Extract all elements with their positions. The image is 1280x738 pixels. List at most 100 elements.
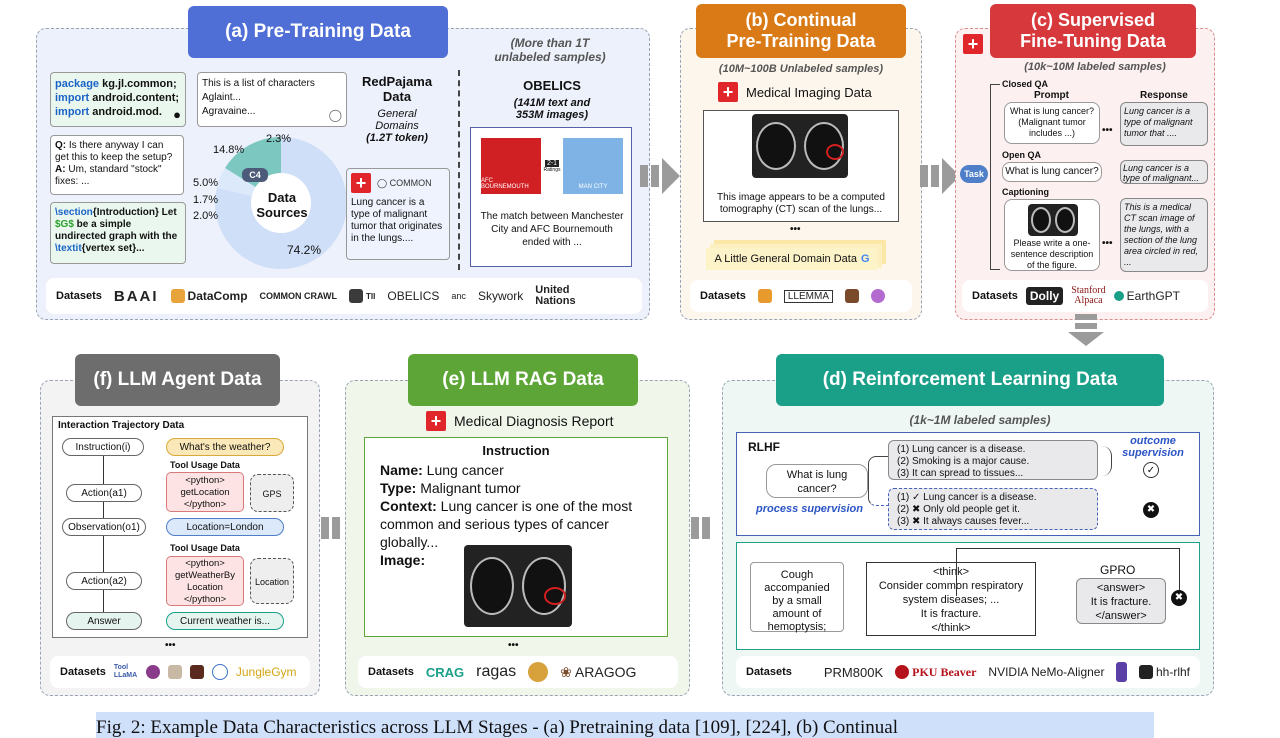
logo-pku-beaver: PKU Beaver (895, 665, 976, 680)
current-weather: Current weather is... (166, 612, 284, 630)
closed-response: Lung cancer is a type of malignant tumor… (1120, 102, 1208, 146)
medical-cross-icon: + (351, 173, 371, 193)
rl-note: (1k~1M labeled samples) (909, 413, 1051, 427)
ds-icon-f2 (167, 665, 182, 679)
observation-node: Observation(o1) (62, 518, 146, 536)
gps-box: GPS (250, 474, 294, 512)
pct-label-1: 2.3% (266, 133, 292, 145)
github-icon: ● (173, 107, 181, 122)
trajectory-title: Interaction Trajectory Data (58, 420, 185, 431)
closed-qa-label: Closed QA (1002, 79, 1049, 89)
panel-e-title: (e) LLM RAG Data (408, 354, 638, 406)
datasets-bar-c: Datasets Dolly Stanford Alpaca EarthGPT (962, 280, 1208, 312)
sft-bracket (990, 84, 1000, 270)
ds-icon-2 (870, 289, 885, 303)
google-icon: G (860, 253, 870, 265)
diagnosis-header: +Medical Diagnosis Report (426, 411, 614, 431)
process-list: (1) ✓ Lung cancer is a disease. (2) ✖ On… (888, 488, 1098, 530)
answer-box: <answer> It is fracture. </answer> (1076, 578, 1166, 624)
rag-instruction: Instruction (482, 443, 550, 458)
check-icon: ✓ (1143, 462, 1159, 478)
datasets-label-f: Datasets (60, 666, 106, 678)
arrow-c-to-d (1068, 314, 1104, 346)
datasets-bar-d: Datasets PRM800K PKU Beaver NVIDIA NeMo-… (736, 656, 1200, 688)
logo-prm800k: PRM800K (823, 664, 884, 680)
logo-anc: anc (451, 291, 466, 301)
wikipedia-icon: ◯ (328, 108, 342, 122)
outcome-item: (1) Lung cancer is a disease. (897, 444, 1026, 455)
characters-line-3: Agravaine... (202, 106, 256, 117)
match-score: 2-1 (544, 159, 560, 167)
obelics-stats: (141M text and 353M images) (513, 97, 591, 121)
location-result: Location=London (166, 518, 284, 536)
caption-response: This is a medical CT scan image of the l… (1120, 198, 1208, 272)
open-response: Lung cancer is a type of malignant... (1120, 160, 1208, 184)
logo-baai: BAAI (113, 287, 159, 305)
logo-toolllama: Tool LLaMA (113, 664, 138, 679)
obelics-card: AFC BOURNEMOUTH 2-1 Ratings MAN CITY The… (470, 127, 632, 267)
tool-usage-label-1: Tool Usage Data (170, 460, 240, 470)
rl-question: What is lung cancer? (766, 464, 868, 498)
datasets-bar-b: Datasets LLEMMA (690, 280, 912, 312)
outcome-list: (1) Lung cancer is a disease. (2) Smokin… (888, 440, 1098, 480)
logo-united-nations: United Nations (535, 284, 576, 307)
lung-pretrain-card: +◯ COMMON Lung cancer is a type of malig… (346, 168, 450, 260)
open-qa-label: Open QA (1002, 150, 1042, 160)
logo-nemo-aligner: NVIDIA NeMo-Aligner (988, 665, 1105, 679)
lion-icon (528, 662, 549, 682)
logo-commoncrawl: COMMON CRAWL (259, 291, 338, 301)
code-sample: package kg.jl.common; import android.con… (50, 72, 186, 127)
divider-line (458, 70, 460, 270)
datasets-label-b: Datasets (700, 290, 746, 302)
datasets-bar-a: Datasets BAAI DataComp COMMON CRAWL TII … (46, 278, 642, 314)
obelics-title: OBELICS (523, 78, 581, 93)
medical-cross-c: + (963, 34, 983, 55)
ratings-label: Ratings (543, 166, 561, 173)
captioning-label: Captioning (1002, 187, 1049, 197)
cross-icon: ✖ (1143, 502, 1159, 518)
logo-dolly: Dolly (1025, 287, 1064, 305)
logo-obelics: OBELICS (387, 289, 440, 303)
pct-label-4: 1.7% (193, 194, 219, 206)
action-node-1: Action(a1) (66, 484, 142, 502)
logo-alpaca: Stanford Alpaca (1071, 285, 1106, 306)
logo-tii: TII (349, 289, 375, 303)
ct-scan-thumb (1028, 204, 1078, 236)
logo-crag: CRAG (425, 664, 465, 680)
task-badge: Task (960, 165, 988, 183)
cough-card: Cough accompanied by a small amount of h… (750, 562, 844, 633)
caption-text: Fig. 2: Example Data Characteristics acr… (96, 712, 1154, 738)
outcome-item: (3) It can spread to tissues... (897, 468, 1024, 479)
ct-caption-b: This image appears to be a computed tomo… (717, 192, 885, 215)
datasets-bar-f: Datasets Tool LLaMA JungleGym (50, 656, 310, 688)
panel-a-title: (a) Pre-Training Data (188, 6, 448, 58)
gpro-label: GPRO (1100, 563, 1136, 577)
ds-icon-d (1116, 662, 1127, 682)
panel-f-title: (f) LLM Agent Data (75, 354, 280, 406)
tiger-icon (757, 289, 772, 303)
process-label: process supervision (756, 503, 863, 515)
dots-b: ••• (790, 224, 801, 235)
medical-imaging-header: +Medical Imaging Data (718, 82, 872, 102)
process-item: (1) ✓ Lung cancer is a disease. (897, 492, 1037, 503)
sft-note: (10k~10M labeled samples) (1024, 61, 1166, 73)
weather-question: What's the weather? (166, 438, 284, 456)
lung-pretrain-text: Lung cancer is a type of malignant tumor… (351, 197, 443, 244)
ds-icon-f3 (189, 665, 204, 679)
datasets-bar-e: Datasets CRAG ragas ❀ARAGOG (358, 656, 678, 688)
action-node-2: Action(a2) (66, 572, 142, 590)
medical-cross-icon: + (718, 82, 738, 102)
characters-sample: This is a list of characters Aglaint... … (197, 72, 347, 127)
arrow-b-to-c (920, 158, 960, 194)
datasets-label-a: Datasets (56, 290, 102, 302)
closed-prompt: What is lung cancer? (Malignant tumor in… (1004, 102, 1100, 144)
rag-body: Name: Lung cancer Type: Malignant tumor … (380, 462, 633, 568)
process-item: (3) ✖ It always causes fever... (897, 516, 1030, 527)
cross-icon-2: ✖ (1171, 590, 1187, 606)
pct-label-2: 14.8% (213, 144, 245, 156)
logo-junglegym: JungleGym (235, 665, 297, 679)
ellipsis-closed: ••• (1102, 125, 1113, 136)
latex-sample: \section{Introduction} Let $G$ be a simp… (50, 202, 186, 264)
match-banner: AFC BOURNEMOUTH 2-1 Ratings MAN CITY (481, 138, 623, 194)
think-box: <think> Consider common respiratory syst… (866, 562, 1036, 636)
